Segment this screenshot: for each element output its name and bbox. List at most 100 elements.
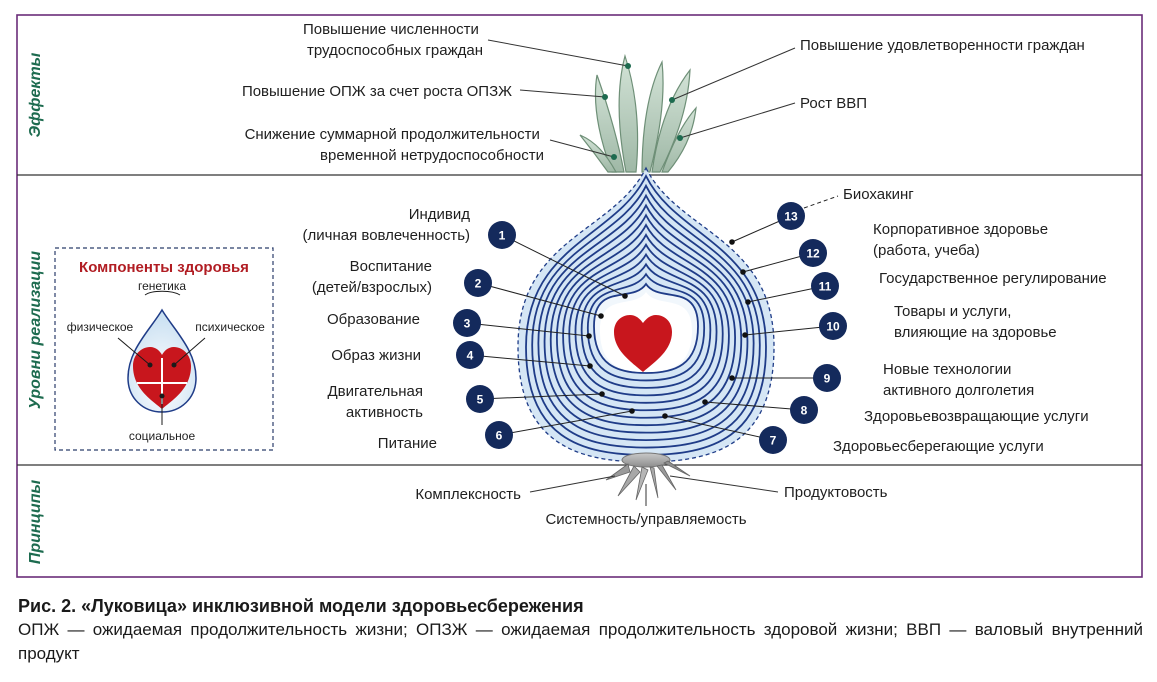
level-number: 8 <box>801 404 808 418</box>
level-badge <box>464 269 492 297</box>
caption-text: ОПЖ — ожидаемая продолжительность жизни;… <box>18 620 1143 663</box>
section-label-levels: Уровни реализации <box>27 251 44 409</box>
leader-dot <box>586 333 592 339</box>
level-number: 3 <box>464 317 471 331</box>
level-badge <box>453 309 481 337</box>
level-4: 4 Образ жизни <box>331 341 593 369</box>
level-label: Образование <box>327 311 420 328</box>
level-label: Питание <box>378 435 437 452</box>
level-number: 13 <box>784 210 798 224</box>
leader-dot <box>622 293 628 299</box>
leader-dot <box>598 313 604 319</box>
leader-line <box>469 354 591 367</box>
component-mental: психическое <box>195 320 265 334</box>
root <box>649 466 659 499</box>
level-label: Корпоративное здоровье(работа, учеба) <box>873 221 1048 259</box>
leader-dot <box>662 413 668 419</box>
level-number: 12 <box>806 247 820 261</box>
level-label: Воспитание(детей/взрослых) <box>312 258 432 296</box>
root <box>605 463 631 481</box>
leader-dot <box>599 391 605 397</box>
leader-line <box>466 322 590 337</box>
level-label: Товары и услуги,влияющие на здоровье <box>894 303 1057 341</box>
level-number: 10 <box>826 320 840 334</box>
level-3: 3 Образование <box>327 309 592 339</box>
figure-caption: Рис. 2. «Луковица» инклюзивной модели зд… <box>18 594 1143 666</box>
level-number: 1 <box>499 229 506 243</box>
leader-line <box>704 401 805 411</box>
leaf <box>618 53 639 173</box>
leader-line <box>477 282 602 317</box>
components-title: Компоненты здоровья <box>79 259 249 276</box>
leader-dot <box>742 332 748 338</box>
leader-line <box>501 234 626 297</box>
level-2: 2 Воспитание(детей/взрослых) <box>312 258 604 319</box>
health-components-box: Компоненты здоровья генетика физическое … <box>54 247 274 451</box>
onion-model-diagram: Эффекты Уровни реализации Принципы Повыш… <box>16 14 1143 578</box>
effect-label: Повышение ОПЖ за счет роста ОПЗЖ <box>242 83 512 100</box>
leaf <box>594 74 625 173</box>
leader-dot <box>745 299 751 305</box>
level-label: Здоровьесберегающие услуги <box>833 438 1044 455</box>
principle-label: Продуктовость <box>784 484 888 501</box>
level-7: 7 Здоровьесберегающие услуги <box>662 413 1044 455</box>
section-label-principles: Принципы <box>27 480 44 565</box>
heart-icon <box>614 315 672 372</box>
level-badge <box>466 385 494 413</box>
effect-label: Повышение удовлетворенности граждан <box>800 37 1085 54</box>
root <box>635 466 649 501</box>
leader-dot <box>702 399 708 405</box>
leader-line <box>744 325 834 336</box>
component-physical: физическое <box>67 320 134 334</box>
level-number: 4 <box>467 349 474 363</box>
caption-title: Рис. 2. «Луковица» инклюзивной модели зд… <box>18 596 584 616</box>
level-number: 5 <box>477 393 484 407</box>
level-number: 7 <box>770 434 777 448</box>
leader-line <box>498 410 633 436</box>
principle-label: Комплексность <box>415 486 521 503</box>
component-social: социальное <box>129 429 196 443</box>
level-8: 8 Здоровьевозвращающие услуги <box>702 396 1089 425</box>
level-badge <box>813 364 841 392</box>
root <box>656 464 677 491</box>
leader-dot <box>729 239 735 245</box>
level-number: 11 <box>819 280 832 294</box>
level-badge <box>488 221 516 249</box>
level-12: 12 Корпоративное здоровье(работа, учеба) <box>740 221 1048 275</box>
effects-labels: Повышение численности трудоспособных гра… <box>242 21 1085 164</box>
section-label-effects: Эффекты <box>27 52 44 137</box>
level-label: Здоровьевозвращающие услуги <box>864 408 1089 425</box>
effect-label: Снижение суммарной продолжительности вре… <box>245 126 544 164</box>
component-genetics: генетика <box>138 279 186 293</box>
leader-line <box>664 415 774 441</box>
onion-leaves <box>579 53 697 173</box>
effect-label: Повышение численности трудоспособных гра… <box>303 21 483 59</box>
level-badge <box>777 202 805 230</box>
onion-bulb <box>517 166 775 463</box>
leader-line <box>803 195 839 209</box>
leader-dot <box>729 375 735 381</box>
level-label: Образ жизни <box>331 347 421 364</box>
leader-line <box>479 393 603 400</box>
level-10: 10 Товары и услуги,влияющие на здоровье <box>742 303 1057 341</box>
level-number: 2 <box>475 277 482 291</box>
principles-labels: Комплексность Системность/управляемость … <box>415 475 888 528</box>
level-badge <box>759 426 787 454</box>
principle-label: Системность/управляемость <box>545 511 746 528</box>
root <box>663 460 691 477</box>
onion-roots <box>605 452 691 501</box>
leader-dot <box>587 363 593 369</box>
root <box>617 465 641 497</box>
level-badge <box>790 396 818 424</box>
level-badge <box>819 312 847 340</box>
level-number: 9 <box>824 372 831 386</box>
level-badge <box>485 421 513 449</box>
